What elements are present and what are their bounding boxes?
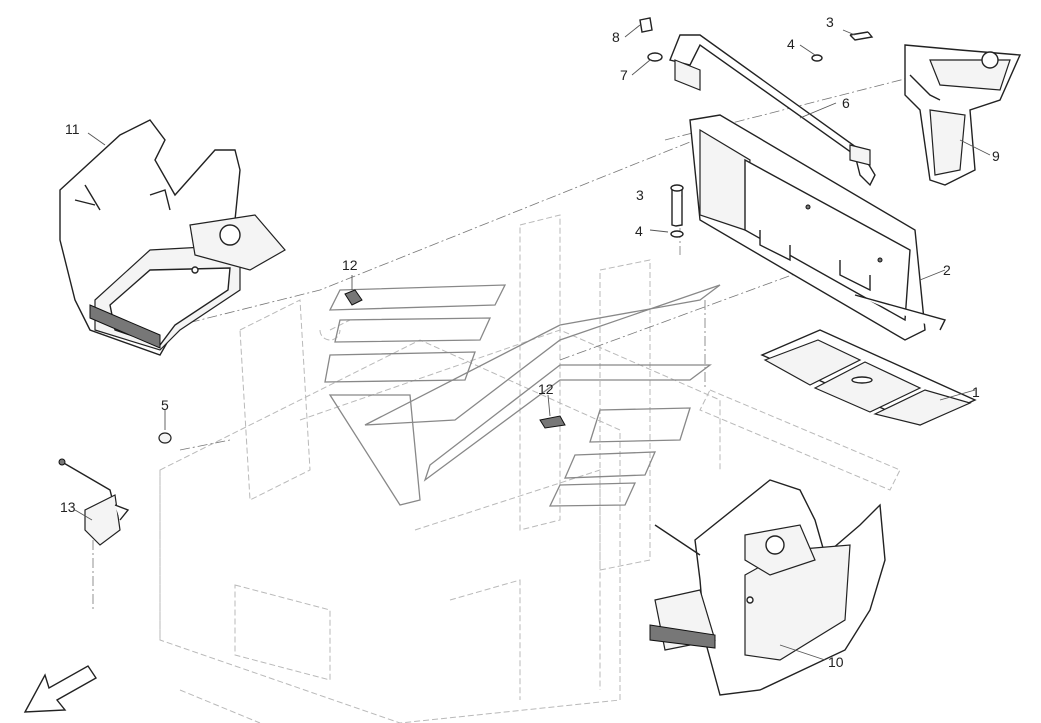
bolt-3-mid xyxy=(671,187,683,227)
clip-12-left xyxy=(344,289,363,306)
console-panel xyxy=(689,114,947,341)
callout-10: 10 xyxy=(828,654,844,670)
lever-cable xyxy=(58,458,130,546)
seat-frame-left xyxy=(59,119,286,356)
callout-6: 6 xyxy=(842,95,850,111)
handrail xyxy=(669,34,876,187)
front-direction-arrow-icon xyxy=(23,665,98,713)
washer-4-mid xyxy=(670,230,684,238)
callout-1: 1 xyxy=(972,384,980,400)
washer-4-top xyxy=(811,54,823,62)
callout-7: 7 xyxy=(620,67,628,83)
bolt-8 xyxy=(639,17,653,33)
callout-3-top: 3 xyxy=(826,14,834,30)
callout-2: 2 xyxy=(943,262,951,278)
washer-7 xyxy=(647,52,663,62)
callout-4-mid: 4 xyxy=(635,223,643,239)
callout-12-left: 12 xyxy=(342,257,358,273)
callout-13: 13 xyxy=(60,499,76,515)
callout-12-mid: 12 xyxy=(538,381,554,397)
callout-labels: 1 2 3 4 3 4 5 6 7 8 9 10 11 12 12 13 xyxy=(60,14,1000,670)
seat-frame-right xyxy=(649,479,886,696)
nut-5 xyxy=(158,432,172,444)
hardware-items xyxy=(158,17,874,444)
floor-mat xyxy=(760,329,977,426)
callout-9: 9 xyxy=(992,148,1000,164)
callout-11: 11 xyxy=(65,121,80,137)
callout-8: 8 xyxy=(612,29,620,45)
watermark-logo xyxy=(324,284,721,507)
clip-12-mid xyxy=(539,415,566,429)
bolt-3-top xyxy=(849,31,874,41)
bracket-holder xyxy=(904,44,1022,186)
callout-3-mid: 3 xyxy=(636,187,644,203)
callout-5: 5 xyxy=(161,397,169,413)
machine-frame-outline xyxy=(159,214,901,723)
callout-4-top: 4 xyxy=(787,36,795,52)
leader-lines xyxy=(74,24,991,661)
